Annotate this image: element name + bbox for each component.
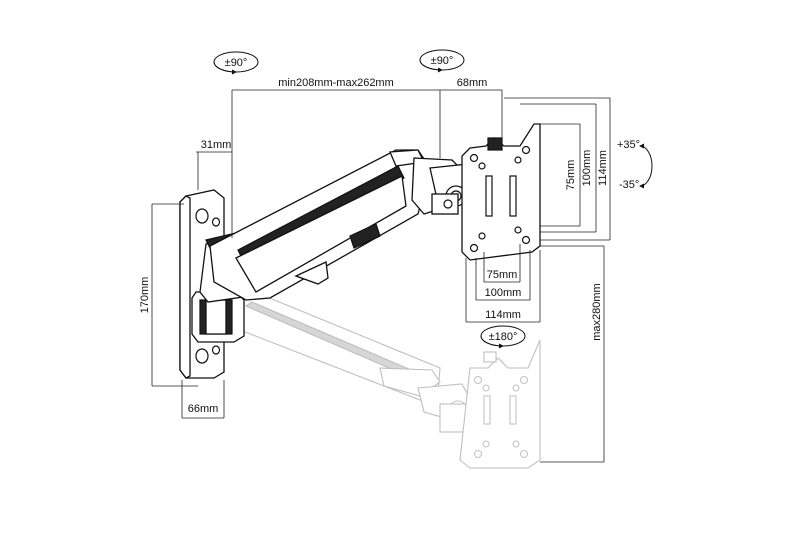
label-rot-wall: ±90° [225, 57, 248, 69]
label-height-adjust: max280mm [591, 283, 603, 340]
label-plate-width: 66mm [188, 403, 219, 415]
label-vesa-outer-w: 100mm [485, 287, 522, 299]
label-vesa-outer-h: 100mm [581, 150, 593, 187]
ghost-vesa-plate [459, 339, 541, 469]
dimension-labels: ±90° ±90° ±180° +35° -35° min208mm-max26… [139, 55, 640, 415]
gas-spring-arm [209, 149, 431, 301]
label-plate-w: 114mm [485, 309, 521, 321]
label-tilt-down: -35° [619, 179, 639, 191]
label-plate-h: 114mm [597, 150, 609, 186]
label-rot-arm: ±90° [431, 55, 454, 67]
vesa-plate [461, 123, 541, 261]
label-rot-screen: ±180° [489, 331, 518, 343]
label-wall-offset: 31mm [201, 139, 232, 151]
rotation-indicators [213, 49, 653, 349]
label-plate-height: 170mm [139, 277, 151, 314]
dimension-lines [151, 89, 611, 463]
label-vesa-inner-h: 75mm [565, 160, 577, 191]
ghost-arm-lowered [231, 289, 475, 433]
label-tilt-up: +35° [617, 139, 640, 151]
label-reach: min208mm-max262mm [278, 77, 394, 89]
label-vesa-inner-w: 75mm [487, 269, 518, 281]
label-head-depth: 68mm [457, 77, 488, 89]
